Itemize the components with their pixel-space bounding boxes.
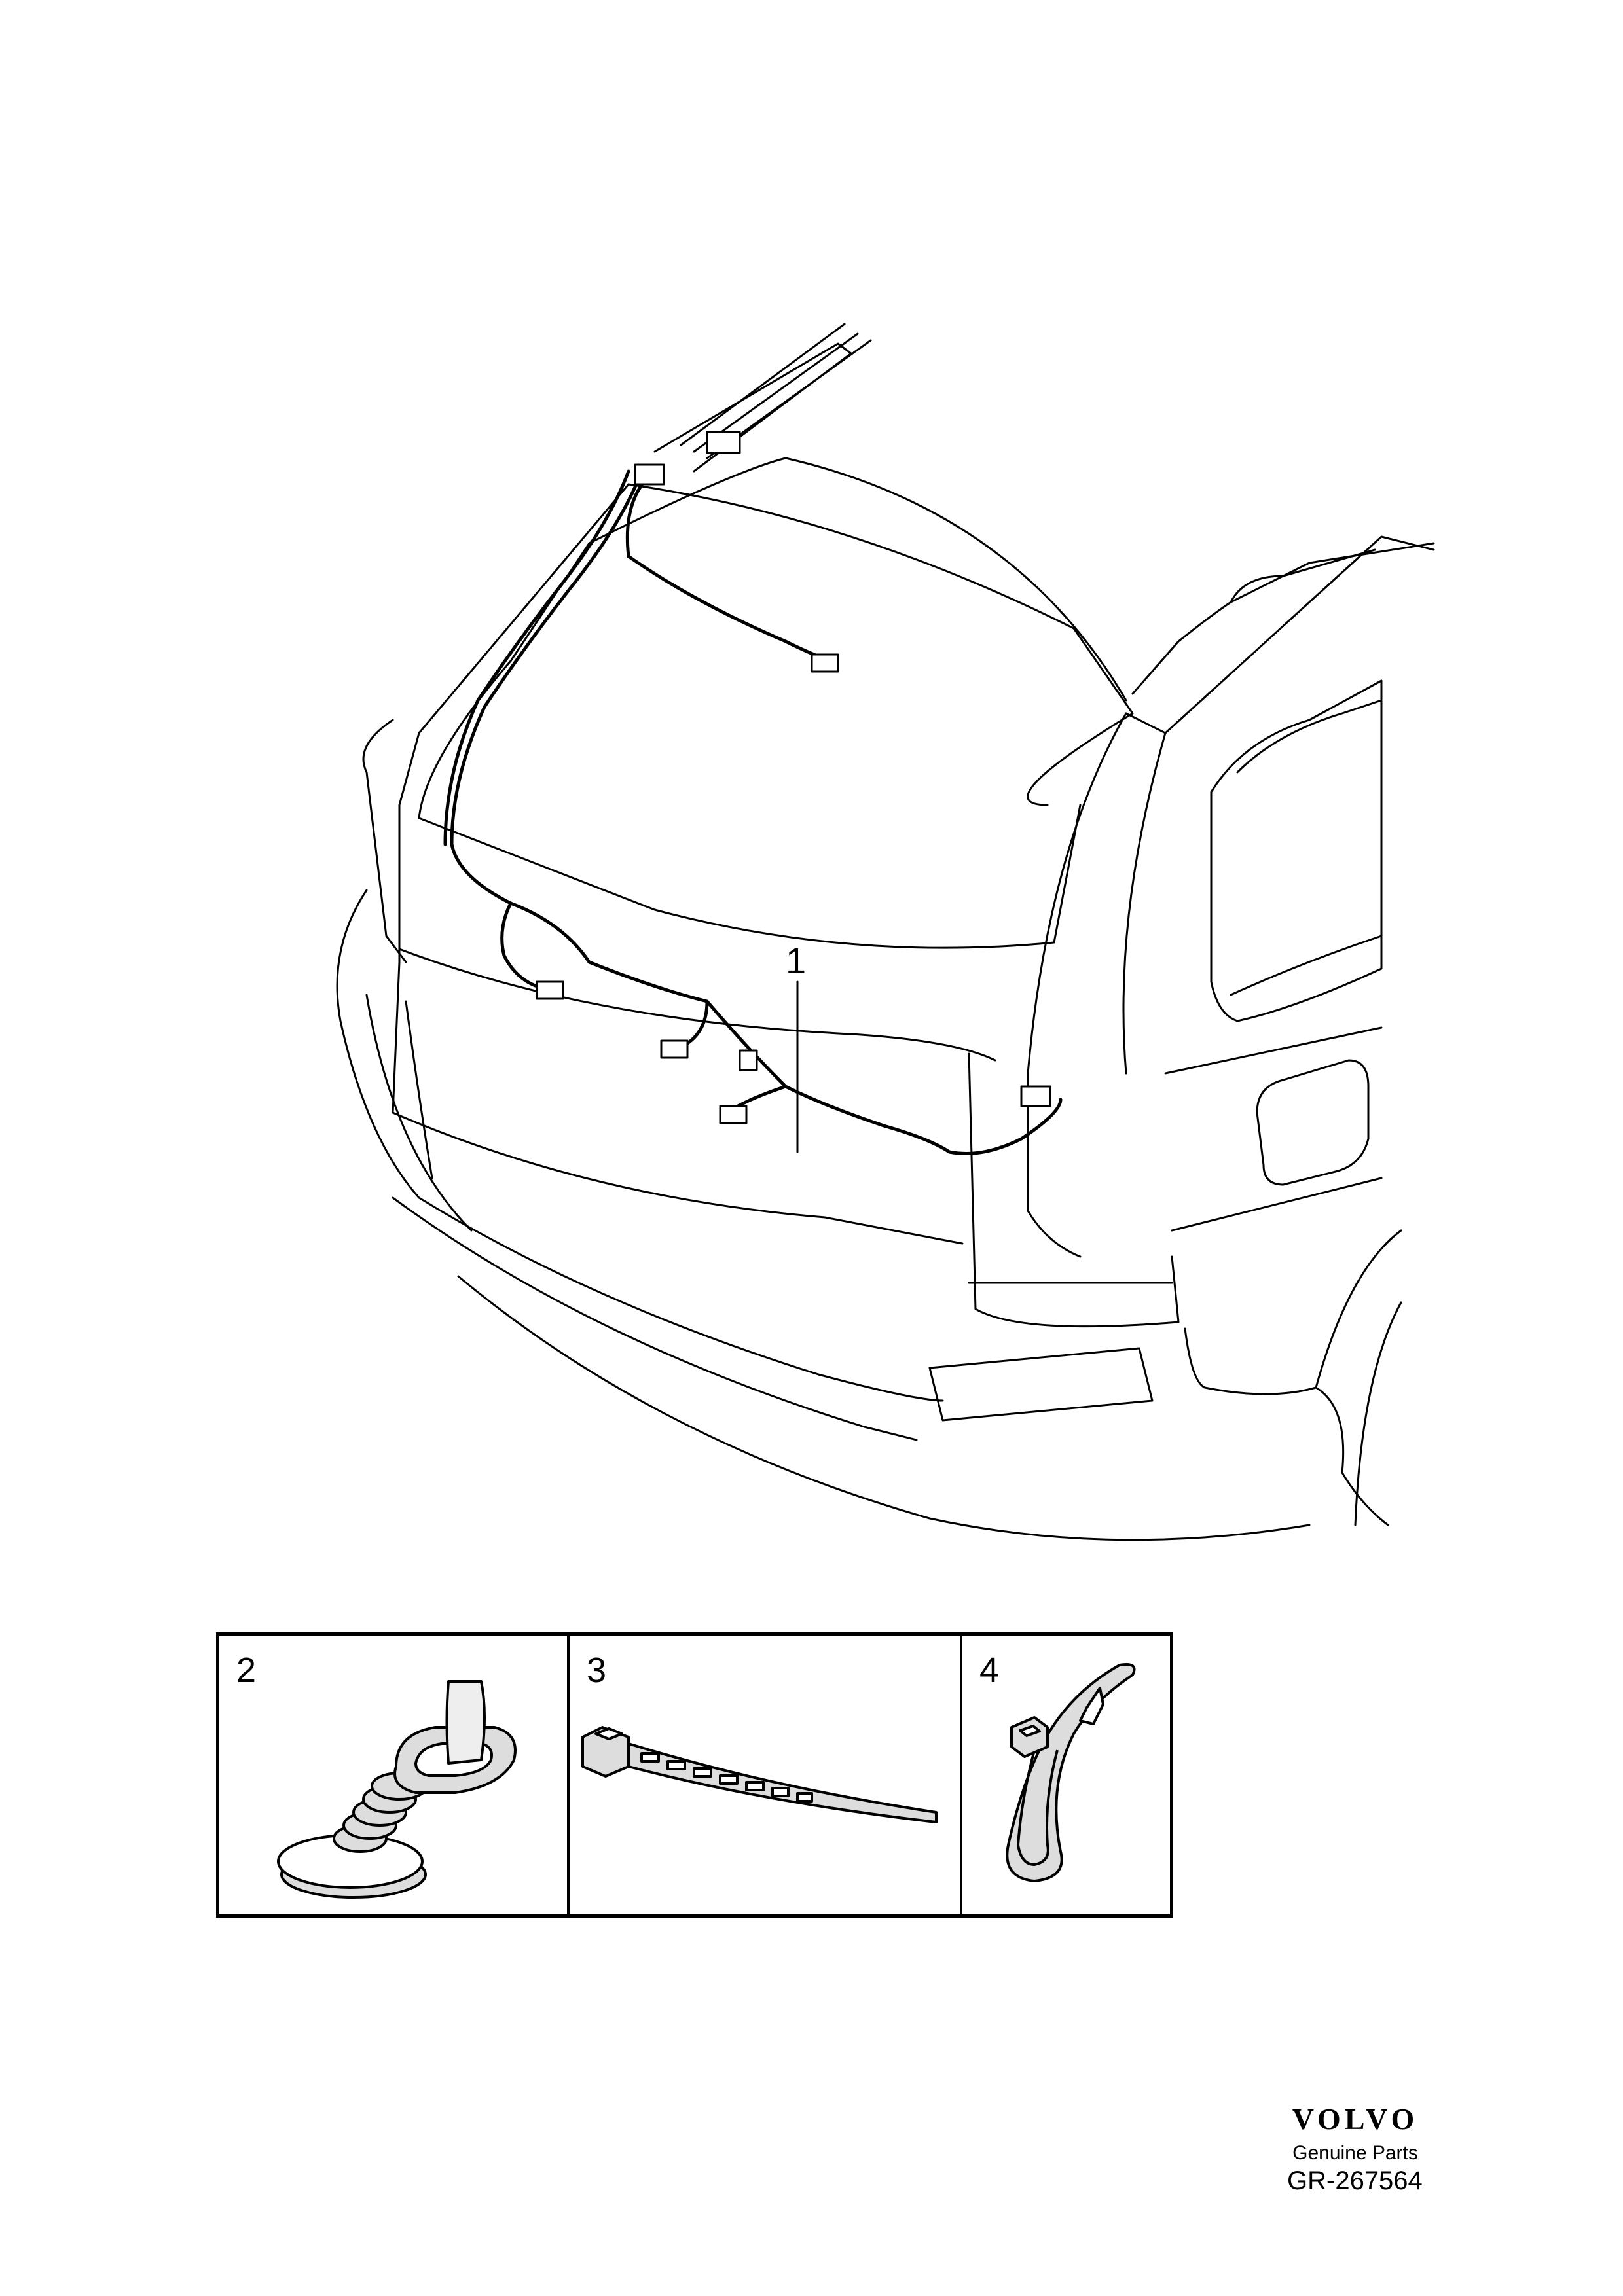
part-cell-2: 2 <box>219 1636 570 1914</box>
volvo-logo: VOLVO <box>1292 2102 1419 2136</box>
parts-detail-panel: 2 3 <box>216 1632 1173 1918</box>
callout-1: 1 <box>786 940 807 981</box>
brand-tagline: Genuine Parts <box>1292 2142 1418 2164</box>
part-cell-4: 4 <box>962 1636 1170 1914</box>
part-number-4: 4 <box>979 1651 1000 1690</box>
part-number-3: 3 <box>587 1651 607 1690</box>
cable-tie-clip-icon <box>1006 1663 1136 1882</box>
part-cell-3: 3 <box>570 1636 962 1914</box>
part-number-2: 2 <box>236 1651 257 1690</box>
grommet-icon <box>277 1680 517 1899</box>
cable-tie-icon <box>581 1726 938 1823</box>
brand-block: VOLVO Genuine Parts <box>1257 2104 1453 2164</box>
reference-code: GR-267564 <box>1287 2166 1423 2195</box>
